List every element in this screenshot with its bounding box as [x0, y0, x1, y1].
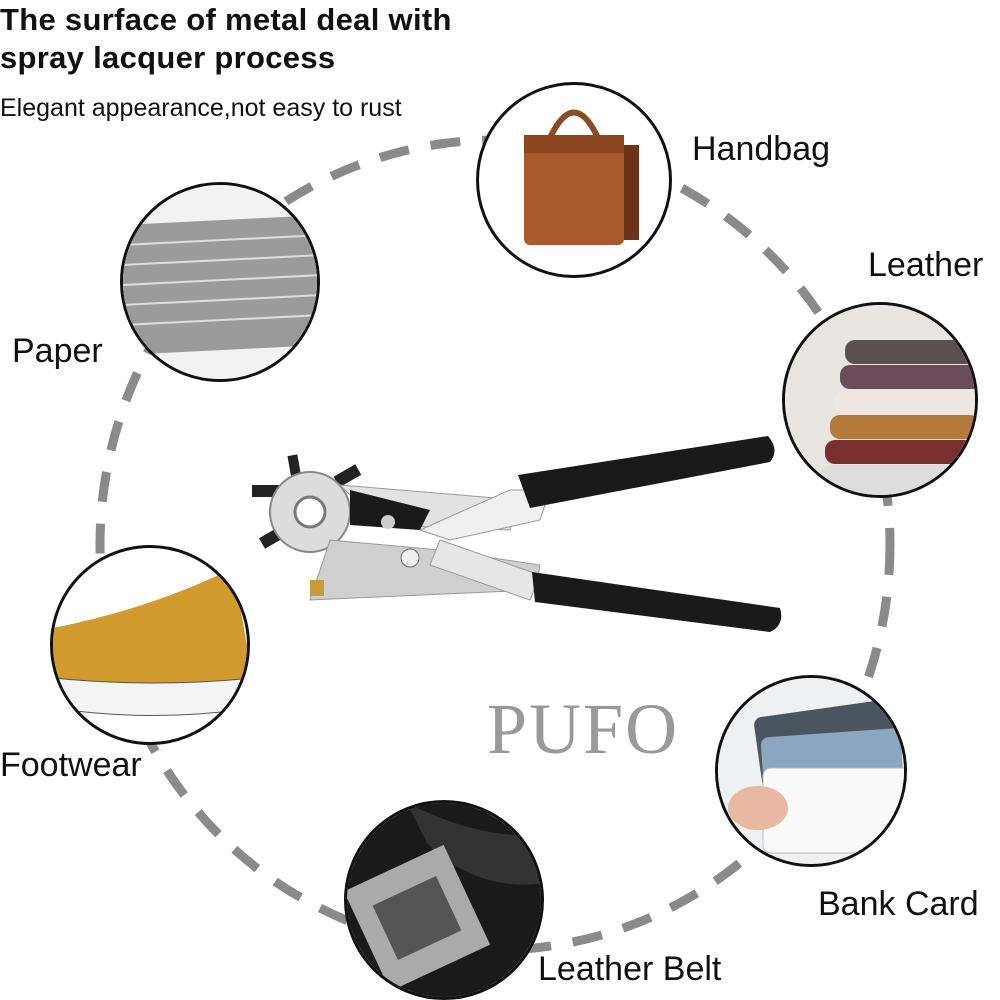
handbag-bubble	[476, 82, 672, 278]
bank-card-icon	[718, 678, 904, 864]
label-footwear: Footwear	[0, 746, 142, 784]
paper-bubble	[120, 182, 320, 382]
handbag-icon	[524, 109, 639, 245]
footwear-bubble	[50, 545, 250, 745]
subheadline: Elegant appearance,not easy to rust	[0, 94, 402, 122]
leather-bubble	[782, 302, 978, 498]
label-bank-card: Bank Card	[818, 885, 979, 923]
paper-stack-icon	[123, 185, 317, 379]
shoe-icon	[53, 568, 247, 716]
headline-line-2: spray lacquer process	[0, 40, 336, 75]
label-leather-belt: Leather Belt	[538, 950, 722, 988]
belt-icon	[347, 803, 541, 997]
belt-bubble	[344, 800, 544, 1000]
hole-punch-pliers	[252, 436, 782, 632]
leather-stack-icon	[785, 305, 975, 495]
watermark: PUFO	[487, 689, 680, 769]
label-paper: Paper	[12, 332, 103, 370]
headline-line-1: The surface of metal deal with	[0, 2, 452, 37]
bank-card-bubble	[715, 675, 907, 867]
label-handbag: Handbag	[692, 130, 831, 168]
label-leather: Leather	[868, 246, 984, 284]
